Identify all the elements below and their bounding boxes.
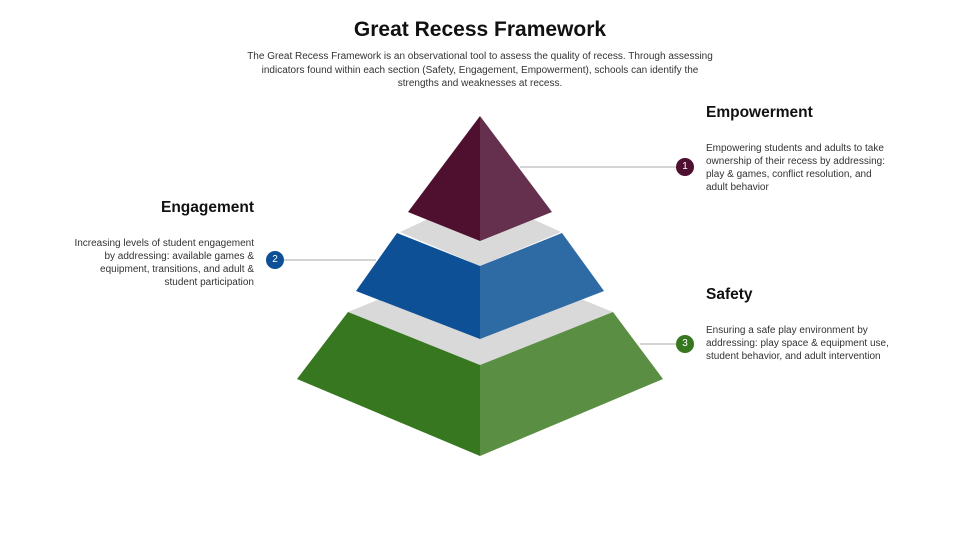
safety-heading: Safety — [706, 286, 753, 303]
engagement-tier-right — [480, 233, 604, 339]
empowerment-body: Empowering students and adults to take o… — [706, 143, 885, 193]
intro-text: The Great Recess Framework is an observa… — [247, 51, 713, 89]
engagement-tier-left — [356, 233, 480, 339]
empowerment-heading: Empowerment — [706, 104, 813, 121]
empowerment-tier-right — [480, 116, 552, 241]
page-title: Great Recess Framework — [353, 18, 607, 41]
safety-tier-left — [297, 312, 480, 456]
number-badge-1: 1 — [676, 158, 694, 176]
empowerment-tier-left — [408, 116, 480, 241]
engagement-body: Increasing levels of student engagement … — [74, 238, 254, 288]
engagement-heading: Engagement — [160, 199, 254, 216]
number-badge-3: 3 — [676, 335, 694, 353]
number-badge-2: 2 — [266, 251, 284, 269]
safety-tier-right — [480, 312, 663, 456]
safety-body: Ensuring a safe play environment by addr… — [706, 325, 889, 362]
